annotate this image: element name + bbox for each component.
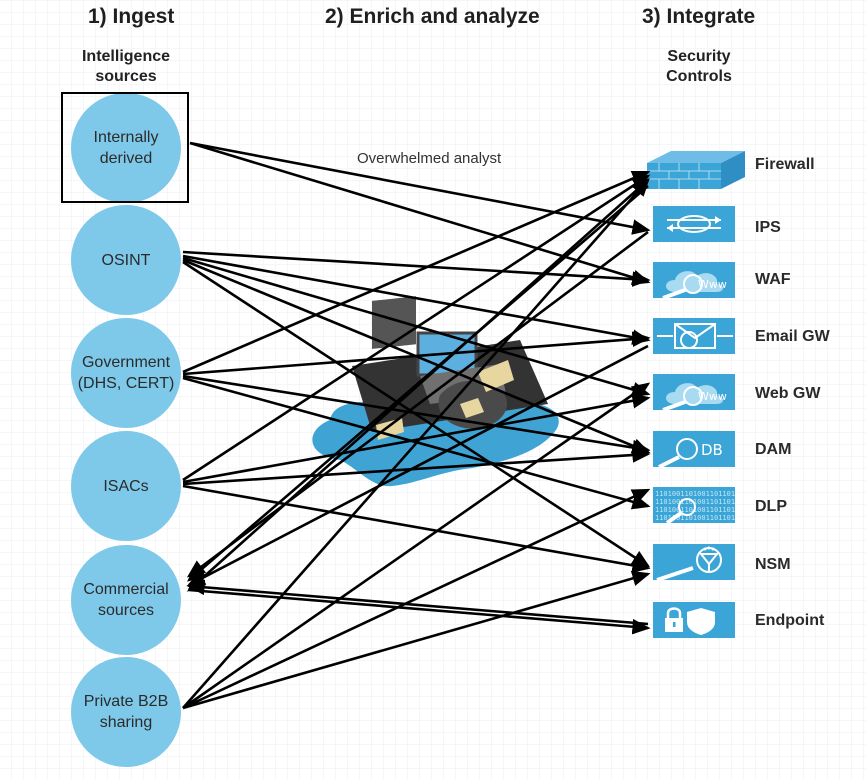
arrow-osint-to-email-gw [182, 254, 651, 345]
source-label-line2: sharing [99, 714, 153, 731]
source-government: Government (DHS, CERT) [71, 318, 181, 428]
arrow-isacs-to-nsm [182, 484, 651, 573]
dlp-binary-row: 110100110100110110101100101101001101 [655, 498, 735, 506]
dam-icon: DB [653, 431, 735, 469]
dlp-binary-row: 110100110100110110101100101101001101 [655, 506, 735, 514]
arrow-commercial-to-endpoint [188, 588, 651, 635]
arrow-b2b-to-web-gw [182, 382, 651, 710]
control-label-dlp: DLP [755, 498, 787, 515]
analyst-hand-shape [478, 360, 514, 392]
arrow-endpoint-to-commercial [186, 579, 649, 626]
source-commercial: Commercial sources [71, 545, 181, 655]
control-label-ips: IPS [755, 219, 781, 236]
arrow-b2b-to-firewall [182, 178, 650, 709]
source-private-b2b: Private B2B sharing [71, 657, 181, 767]
source-label-line1: Government [81, 354, 171, 371]
source-osint: OSINT [71, 205, 181, 315]
source-label-line1: Private B2B [83, 693, 169, 710]
analyst-arm-shape [460, 398, 484, 418]
source-label-line1: OSINT [101, 251, 151, 269]
sources-subheading: Intelligence sources [66, 47, 186, 87]
column-header-enrich: 2) Enrich and analyze [325, 5, 540, 28]
control-label-endpoint: Endpoint [755, 612, 825, 629]
arrow-isacs-to-dam [182, 447, 651, 486]
nsm-icon [653, 544, 735, 582]
arrow-osint-to-web-gw [182, 256, 651, 398]
arrow-firewall-to-commercial [187, 179, 649, 592]
arrow-b2b-to-dlp [182, 488, 651, 710]
arrow-government-to-email-gw [182, 331, 651, 376]
arrow-isacs-to-firewall [182, 174, 651, 482]
source-label-line1: Internally [93, 129, 159, 146]
arrow-firewall-to-commercial-2 [187, 185, 649, 582]
source-internally-derived: Internally derived [71, 93, 181, 203]
arrow-ips-to-commercial [186, 230, 649, 578]
dam-icon-text: DB [701, 441, 723, 459]
dlp-icon: 110100110100110110101100101101001101 110… [653, 487, 807, 525]
source-label-line2: sources [97, 602, 155, 619]
analyst-caption: Overwhelmed analyst [357, 150, 502, 167]
control-label-email-gw: Email GW [755, 328, 830, 345]
waf-icon-text: Www [698, 278, 727, 291]
dlp-binary-row: 110100110100110110101100101101001101 [655, 490, 735, 498]
controls-subheading: Security Controls [639, 47, 759, 87]
firewall-icon [645, 147, 745, 189]
sources-subheading-line1: Intelligence [81, 48, 171, 65]
controls-subheading-line1: Security [667, 48, 731, 65]
highlight-box [61, 92, 189, 203]
control-label-firewall: Firewall [755, 156, 815, 173]
source-label-line1: Commercial [83, 581, 169, 598]
arrow-email-gw-to-commercial [186, 344, 649, 587]
control-label-web-gw: Web GW [755, 385, 821, 402]
web-gateway-icon-text: Www [698, 390, 727, 403]
ips-icon [653, 206, 735, 242]
column-header-integrate: 3) Integrate [642, 5, 756, 28]
arrow-osint-to-waf [182, 250, 651, 287]
control-label-nsm: NSM [755, 556, 791, 573]
endpoint-icon [653, 602, 735, 638]
sources-subheading-line2: sources [95, 68, 157, 85]
waf-icon: Www [653, 262, 735, 300]
arrow-internal-to-waf [189, 141, 651, 285]
arrow-b2b-to-nsm [182, 570, 651, 710]
column-header-ingest: 1) Ingest [88, 5, 175, 28]
analyst-foot-shape [376, 418, 404, 440]
arrow-government-to-dlp [182, 376, 651, 510]
controls-subheading-line2: Controls [666, 68, 732, 85]
email-gateway-icon [653, 318, 735, 354]
control-label-dam: DAM [755, 441, 792, 458]
source-isacs: ISACs [71, 431, 181, 541]
source-label-line1: ISACs [103, 477, 149, 495]
arrow-isacs-to-web-gw [182, 393, 651, 484]
source-label-line2: derived [99, 150, 153, 167]
control-label-waf: WAF [755, 271, 791, 288]
web-gateway-icon: Www [653, 374, 735, 412]
arrow-internal-to-ips [189, 141, 651, 235]
source-label-line2: (DHS, CERT) [77, 375, 175, 392]
dlp-binary-row: 110100110100110110101100101101001101 [655, 514, 735, 522]
arrow-government-to-firewall [182, 170, 651, 374]
